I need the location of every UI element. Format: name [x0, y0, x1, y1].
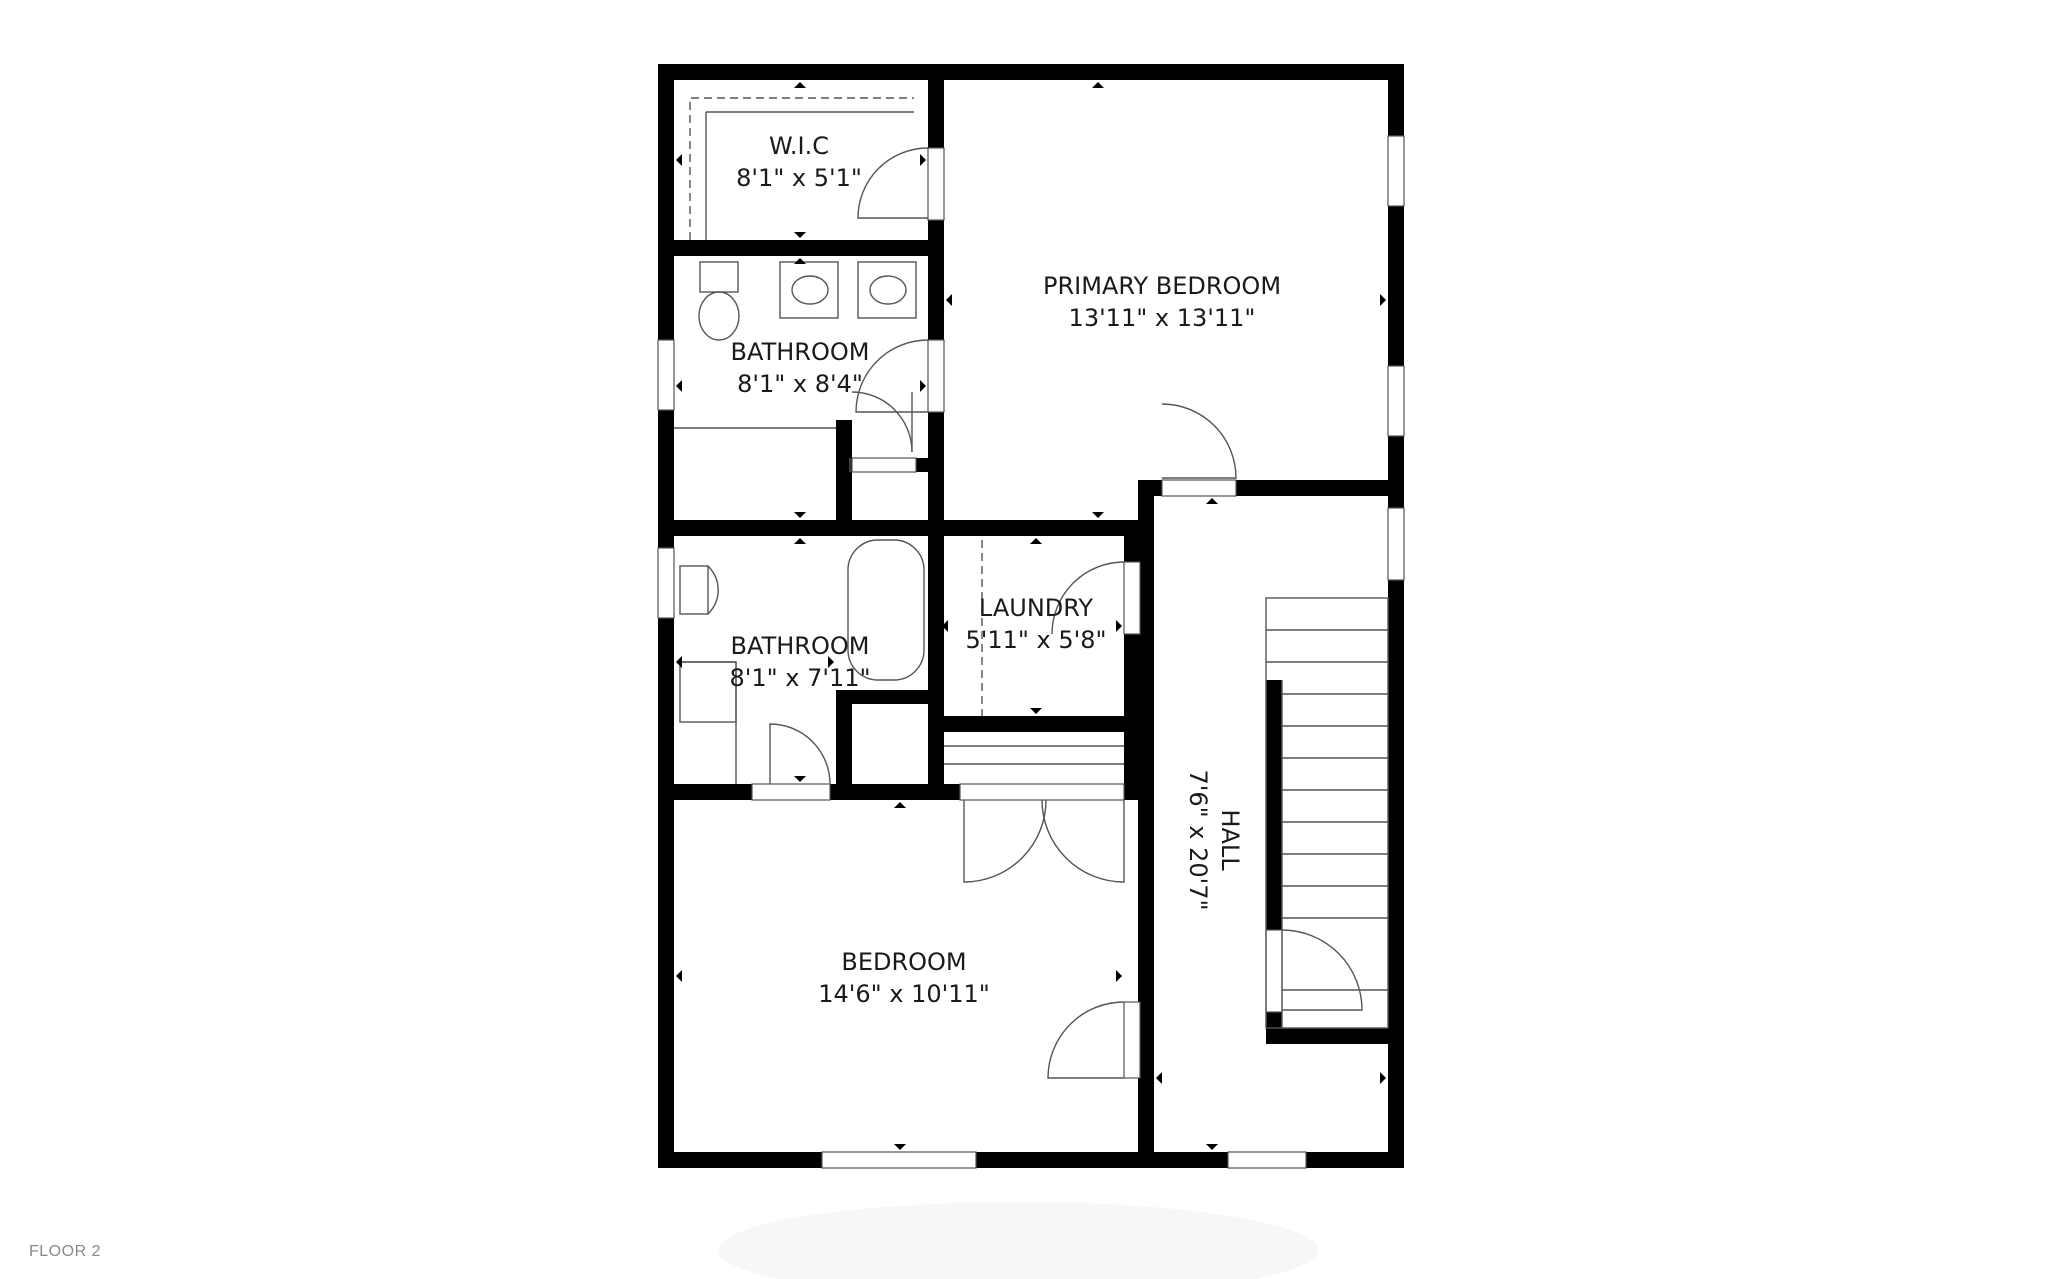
hall-name: HALL — [1216, 809, 1244, 871]
primary-bedroom-size: 13'11" x 13'11" — [1069, 304, 1256, 332]
openings — [657, 135, 1405, 1169]
hall-size: 7'6" x 20'7" — [1184, 769, 1212, 910]
wic-name: W.I.C — [769, 132, 829, 160]
bathroom-upper-name: BATHROOM — [731, 338, 870, 366]
bathroom-lower-name: BATHROOM — [731, 632, 870, 660]
laundry-size: 5'11" x 5'8" — [965, 626, 1106, 654]
bathroom-upper-size: 8'1" x 8'4" — [737, 370, 863, 398]
primary-bedroom-name: PRIMARY BEDROOM — [1043, 272, 1281, 300]
laundry-name: LAUNDRY — [979, 594, 1093, 622]
bedroom-size: 14'6" x 10'11" — [818, 980, 990, 1008]
fixtures — [674, 97, 1389, 1079]
wic-size: 8'1" x 5'1" — [736, 164, 862, 192]
dimension-ticks — [676, 82, 1386, 1150]
bedroom-name: BEDROOM — [841, 948, 966, 976]
bathroom-lower-size: 8'1" x 7'11" — [729, 664, 870, 692]
floor-label: FLOOR 2 — [29, 1243, 101, 1260]
